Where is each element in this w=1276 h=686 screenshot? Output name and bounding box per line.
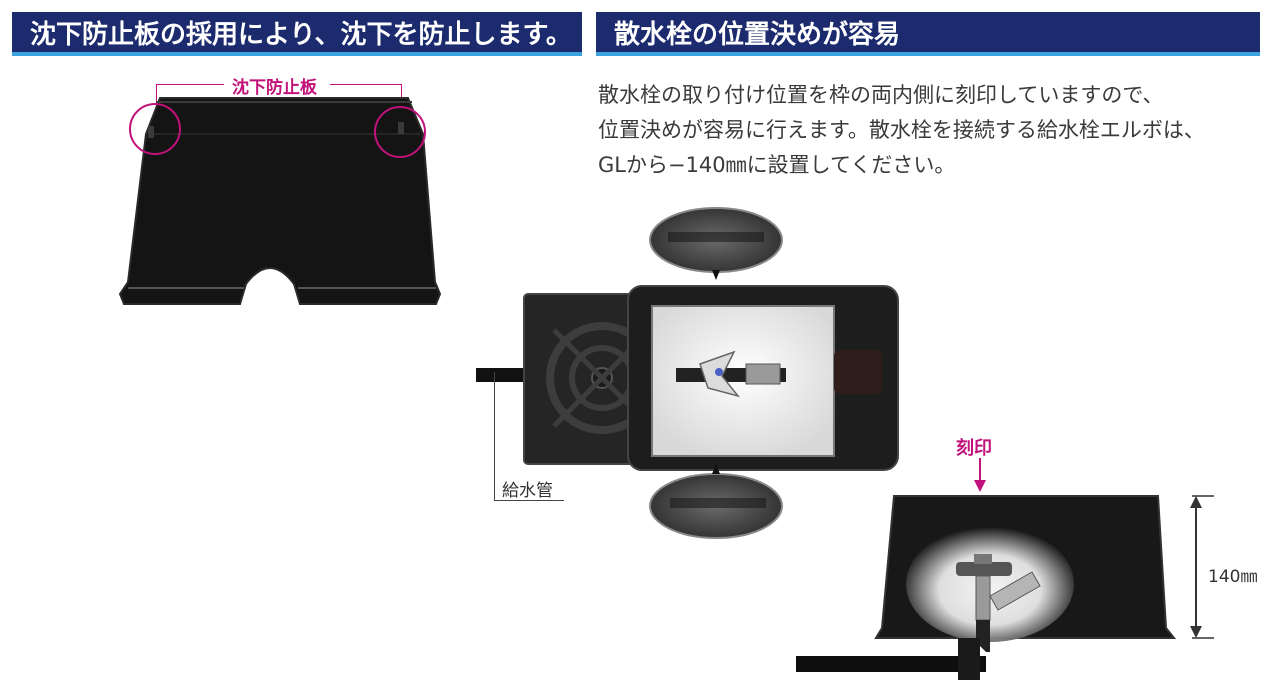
left-banner-title: 沈下防止板の採用により、沈下を防止します。: [30, 19, 572, 50]
description-line: 散水栓の取り付け位置を枠の両内側に刻印していますので、: [598, 83, 1164, 107]
highlight-circle-right-icon: [374, 106, 426, 158]
engraving-zoom-bottom-lens: [649, 464, 783, 539]
depth-dimension-arrow-icon: [1190, 495, 1214, 639]
description-line: GLから−140㎜に設置してください。: [598, 153, 956, 177]
pipe-leader-base: [494, 500, 564, 501]
callout-drop-left: [156, 84, 157, 106]
valve-box-side-illustration: [118, 97, 442, 305]
callout-line-left: [156, 84, 224, 85]
description-text: 散水栓の取り付け位置を枠の両内側に刻印していますので、 位置決めが容易に行えます…: [598, 78, 1276, 183]
valve-box-cutaway-illustration: [796, 495, 1177, 680]
anti-settlement-plate-label: 沈下防止板: [232, 78, 317, 98]
right-section-banner: 散水栓の位置決めが容易: [596, 12, 1260, 56]
callout-drop-right: [401, 84, 402, 104]
valve-box-top-view-illustration: [476, 285, 899, 471]
engraving-label: 刻印: [956, 438, 992, 459]
left-section-banner: 沈下防止板の採用により、沈下を防止します。: [12, 12, 582, 56]
highlight-circle-left-icon: [129, 103, 181, 155]
depth-label: 140㎜: [1208, 567, 1258, 587]
right-banner-title: 散水栓の位置決めが容易: [614, 19, 901, 50]
engraving-zoom-top-lens: [649, 207, 783, 280]
engraving-arrow-icon: [974, 458, 986, 492]
description-line: 位置決めが容易に行えます。散水栓を接続する給水栓エルボは、: [598, 118, 1205, 142]
pipe-leader-line: [494, 372, 495, 500]
callout-line-right: [330, 84, 402, 85]
supply-pipe-label: 給水管: [502, 481, 553, 501]
